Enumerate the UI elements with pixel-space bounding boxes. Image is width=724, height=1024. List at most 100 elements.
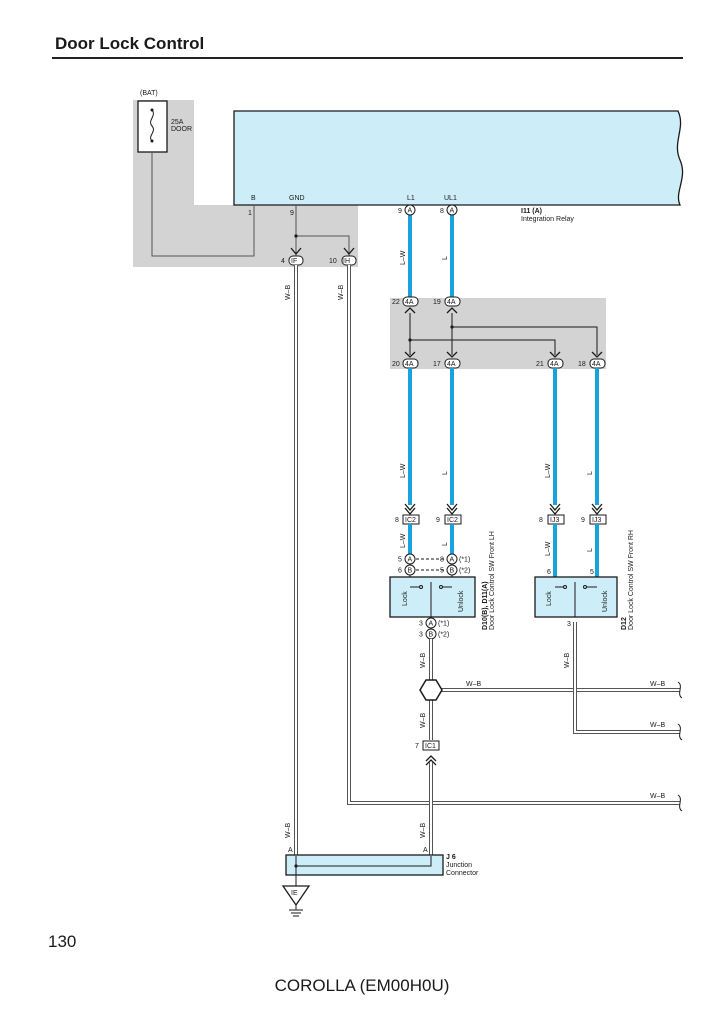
svg-text:L–W: L–W	[400, 533, 407, 548]
svg-text:6: 6	[547, 569, 551, 576]
svg-text:(*1): (*1)	[438, 621, 449, 628]
svg-text:10: 10	[329, 258, 337, 265]
door-lock-switch-rh	[534, 576, 618, 618]
footer-model: COROLLA (EM00H0U)	[274, 976, 450, 995]
svg-text:21: 21	[536, 361, 544, 368]
relay-pin-8-ul1: 8	[440, 208, 444, 215]
page-number: 130	[48, 932, 77, 951]
svg-text:4A: 4A	[405, 361, 414, 368]
integration-relay-box	[233, 110, 684, 206]
ground-code: IE	[291, 890, 298, 897]
svg-text:IJ3: IJ3	[550, 517, 559, 524]
ground-triangle	[281, 885, 311, 907]
svg-text:A: A	[408, 557, 413, 564]
relay-name: Integration Relay	[521, 216, 574, 223]
svg-text:4A: 4A	[447, 299, 456, 306]
svg-text:20: 20	[392, 361, 400, 368]
switch-lh-name: Door Lock Control SW Front LH	[489, 531, 496, 630]
relay-pin-1: 1	[248, 210, 252, 217]
svg-text:22: 22	[392, 299, 400, 306]
fuse-source: (BAT)	[140, 90, 158, 97]
junction-22-4a	[402, 296, 419, 307]
svg-text:8: 8	[395, 517, 399, 524]
svg-text:A: A	[423, 847, 428, 854]
svg-text:IJ3: IJ3	[592, 517, 601, 524]
svg-text:Unlock: Unlock	[458, 590, 465, 612]
svg-text:4: 4	[281, 258, 285, 265]
svg-text:A: A	[429, 621, 434, 628]
junction-connector-j6	[285, 854, 444, 876]
junction-block-shade	[390, 298, 606, 369]
relay-term-ul1-label: UL1	[444, 195, 457, 202]
svg-text:L: L	[442, 256, 449, 260]
svg-text:L–W: L–W	[545, 463, 552, 478]
svg-text:B: B	[429, 632, 434, 639]
connector-ic1	[422, 740, 440, 751]
fuse-block-shade	[133, 100, 358, 267]
relay-pin-9-gnd: 9	[290, 210, 294, 217]
svg-text:L: L	[587, 471, 594, 475]
svg-text:5: 5	[590, 569, 594, 576]
svg-text:W–B: W–B	[650, 681, 666, 688]
svg-text:3: 3	[419, 621, 423, 628]
relay-term-l1-label: L1	[407, 195, 415, 202]
svg-text:W–B: W–B	[650, 722, 666, 729]
svg-text:L: L	[442, 471, 449, 475]
svg-text:7: 7	[415, 743, 419, 750]
title-divider	[52, 57, 683, 59]
relay-pin-9-l1: 9	[398, 208, 402, 215]
svg-text:17: 17	[433, 361, 441, 368]
svg-text:A: A	[288, 847, 293, 854]
svg-text:IC2: IC2	[405, 517, 416, 524]
svg-text:IF: IF	[291, 258, 297, 265]
svg-text:B: B	[408, 568, 413, 575]
fuse-name: DOOR	[171, 126, 192, 133]
svg-text:Unlock: Unlock	[602, 590, 609, 612]
door-lock-switch-lh	[389, 576, 476, 618]
svg-text:3: 3	[567, 621, 571, 628]
switch-rh-name: Door Lock Control SW Front RH	[628, 530, 635, 630]
svg-text:A: A	[408, 208, 413, 215]
svg-text:W–B: W–B	[338, 285, 345, 301]
svg-text:4A: 4A	[447, 361, 456, 368]
svg-text:W–B: W–B	[285, 285, 292, 301]
svg-text:(*1): (*1)	[459, 557, 470, 564]
svg-text:W–B: W–B	[466, 681, 482, 688]
junction-19-4a	[444, 296, 461, 307]
svg-text:W–B: W–B	[420, 713, 427, 729]
svg-text:6: 6	[398, 568, 402, 575]
svg-text:Connector: Connector	[446, 870, 479, 877]
fuse-symbol	[150, 109, 154, 142]
svg-text:W–B: W–B	[420, 823, 427, 839]
svg-text:(*2): (*2)	[459, 568, 470, 575]
svg-text:19: 19	[433, 299, 441, 306]
svg-text:IC1: IC1	[425, 743, 436, 750]
svg-text:9: 9	[581, 517, 585, 524]
svg-text:W–B: W–B	[285, 823, 292, 839]
svg-text:(*2): (*2)	[438, 632, 449, 639]
switch-rh-id: D12	[621, 617, 628, 630]
svg-text:3: 3	[419, 632, 423, 639]
svg-text:18: 18	[578, 361, 586, 368]
svg-text:W–B: W–B	[650, 793, 666, 800]
svg-text:IH: IH	[343, 258, 350, 265]
svg-text:9: 9	[436, 517, 440, 524]
relay-conn-ul1	[446, 204, 458, 216]
svg-text:Lock: Lock	[546, 591, 553, 606]
svg-text:B: B	[450, 568, 455, 575]
ground-icon	[289, 905, 303, 917]
svg-text:5: 5	[440, 568, 444, 575]
svg-text:A: A	[450, 208, 455, 215]
relay-term-b-label: B	[251, 195, 256, 202]
svg-text:W–B: W–B	[420, 653, 427, 669]
relay-conn-l1	[404, 204, 416, 216]
splice-point	[419, 679, 443, 701]
svg-text:Lock: Lock	[402, 591, 409, 606]
svg-text:L–W: L–W	[400, 463, 407, 478]
svg-text:IC2: IC2	[447, 517, 458, 524]
svg-text:8: 8	[539, 517, 543, 524]
svg-text:A: A	[450, 557, 455, 564]
svg-text:4A: 4A	[550, 361, 559, 368]
svg-text:4A: 4A	[405, 299, 414, 306]
